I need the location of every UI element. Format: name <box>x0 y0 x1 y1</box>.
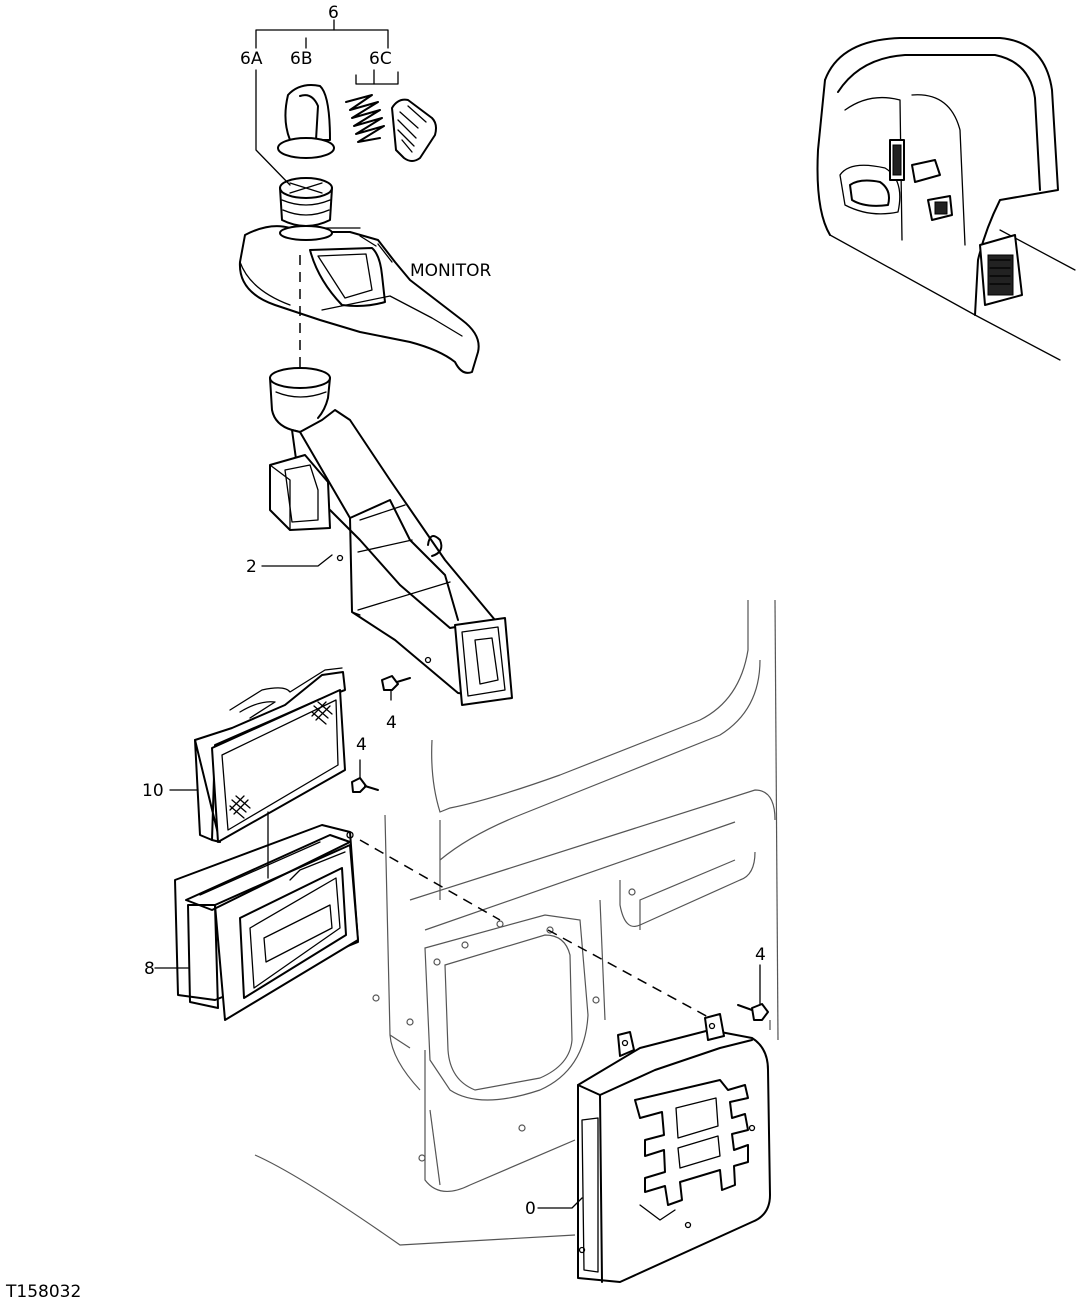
label-part-6a: 6A <box>240 49 263 69</box>
cab-rear-panel <box>254 599 779 1246</box>
air-duct <box>261 367 513 706</box>
rear-cover <box>537 1013 771 1283</box>
filter-case <box>154 811 359 1021</box>
mount-line-upper <box>359 839 501 921</box>
label-group-6: 6 <box>328 3 339 23</box>
bolt-middle <box>351 759 379 793</box>
monitor-duct <box>238 225 480 374</box>
label-part-4-middle: 4 <box>356 735 367 755</box>
label-part-6c: 6C <box>369 49 392 69</box>
filter-element <box>169 667 346 843</box>
mount-line-lower <box>547 929 711 1019</box>
label-part-8: 8 <box>144 959 155 979</box>
bolt-upper <box>381 675 411 701</box>
label-monitor: MONITOR <box>410 261 492 281</box>
label-part-0: 0 <box>525 1199 536 1219</box>
bolt-lower <box>737 964 769 1021</box>
label-part-2: 2 <box>246 557 257 577</box>
louver-assembly <box>255 19 437 227</box>
label-part-6b: 6B <box>290 49 312 69</box>
cab-inset <box>816 37 1076 361</box>
label-part-4-lower: 4 <box>755 945 766 965</box>
label-part-10: 10 <box>142 781 164 801</box>
label-part-4-upper: 4 <box>386 713 397 733</box>
figure-id: T158032 <box>5 1282 81 1302</box>
